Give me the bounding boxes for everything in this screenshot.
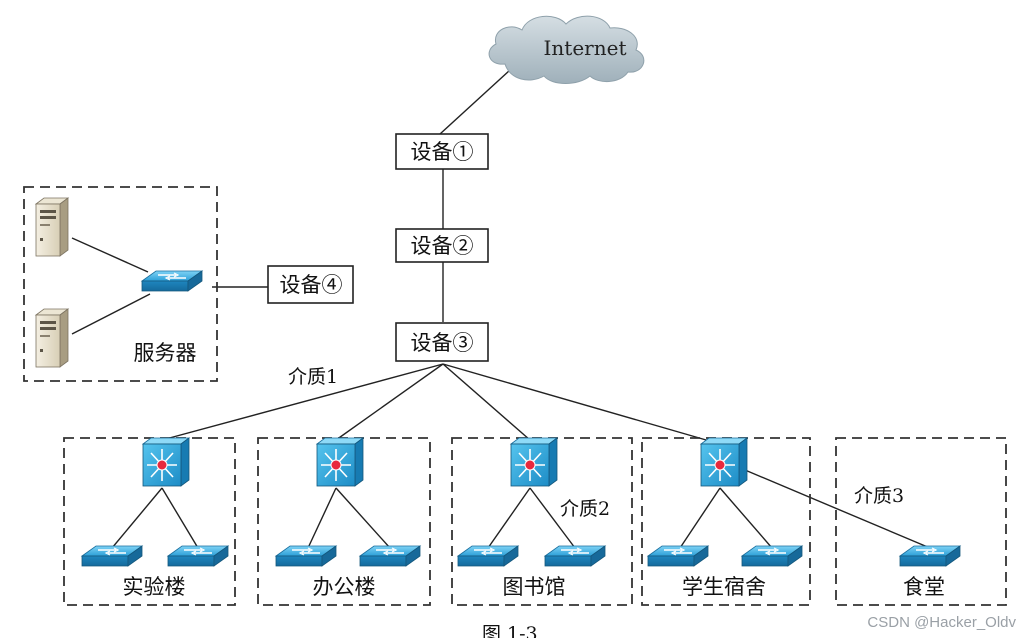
building-lab: 实验楼	[63, 437, 236, 606]
device-4: 设备④	[267, 265, 354, 304]
device-2-label: 设备②	[411, 234, 474, 258]
csdn-watermark: CSDN @Hacker_Oldv	[867, 614, 1016, 631]
medium-1-label: 介质1	[288, 366, 338, 388]
server-area-border	[23, 186, 218, 382]
wire-lab-right	[161, 487, 199, 549]
wire-dorm-right	[719, 487, 773, 549]
lab-access-switch-2-icon	[167, 545, 229, 567]
wire-medium1-office	[335, 363, 444, 441]
dorm-core-switch-icon	[700, 437, 748, 487]
device-4-label: 设备④	[280, 273, 343, 297]
wire-medium1-lab	[161, 363, 444, 441]
building-office-label: 办公楼	[313, 575, 376, 599]
lab-access-switch-1-icon	[81, 545, 143, 567]
wire-lab-left	[111, 487, 163, 549]
device-3-label: 设备③	[411, 331, 474, 355]
server-area-label: 服务器	[134, 341, 197, 365]
library-access-switch-1-icon	[457, 545, 519, 567]
wire-library-left	[487, 487, 531, 549]
wire-internet-device1	[439, 69, 511, 135]
wire-library-right	[529, 487, 576, 549]
wire-server2-switch	[71, 293, 151, 335]
office-access-switch-2-icon	[359, 545, 421, 567]
dorm-access-switch-1-icon	[647, 545, 709, 567]
office-core-switch-icon	[316, 437, 364, 487]
building-canteen: 食堂	[835, 437, 1007, 606]
dorm-access-switch-2-icon	[741, 545, 803, 567]
canteen-access-switch-icon	[899, 545, 961, 567]
building-dormitory: 学生宿舍	[641, 437, 811, 606]
library-core-switch-icon	[510, 437, 558, 487]
medium-3-label: 介质3	[854, 485, 904, 507]
office-access-switch-1-icon	[275, 545, 337, 567]
device-2: 设备②	[395, 228, 489, 263]
building-dormitory-label: 学生宿舍	[682, 575, 766, 599]
wire-office-right	[335, 487, 391, 549]
building-office: 办公楼	[257, 437, 431, 606]
medium-2-label: 介质2	[560, 498, 610, 520]
figure-caption: 图 1-3	[482, 623, 538, 638]
internet-cloud-icon	[488, 15, 645, 84]
building-lab-label: 实验楼	[123, 575, 186, 599]
building-library-label: 图书馆	[503, 575, 566, 599]
internet-label: Internet	[544, 36, 627, 60]
wire-office-left	[307, 487, 337, 549]
building-canteen-label: 食堂	[903, 575, 945, 599]
device-1: 设备①	[395, 133, 489, 170]
building-canteen-border	[835, 437, 1007, 606]
server-2-icon	[35, 308, 69, 368]
wire-server1-switch	[71, 237, 149, 273]
server-switch-icon	[141, 270, 203, 292]
lab-core-switch-icon	[142, 437, 190, 487]
device-3: 设备③	[395, 322, 489, 362]
wires	[71, 69, 931, 549]
wire-medium1-library	[442, 363, 531, 441]
server-area: 服务器	[23, 186, 218, 382]
wire-medium1-dorm	[442, 363, 721, 445]
building-lab-border	[63, 437, 236, 606]
library-access-switch-2-icon	[544, 545, 606, 567]
server-1-icon	[35, 197, 69, 257]
building-library: 图书馆	[451, 437, 633, 606]
device-1-label: 设备①	[411, 140, 474, 164]
wire-dorm-canteen	[744, 469, 931, 549]
wire-dorm-left	[679, 487, 721, 549]
